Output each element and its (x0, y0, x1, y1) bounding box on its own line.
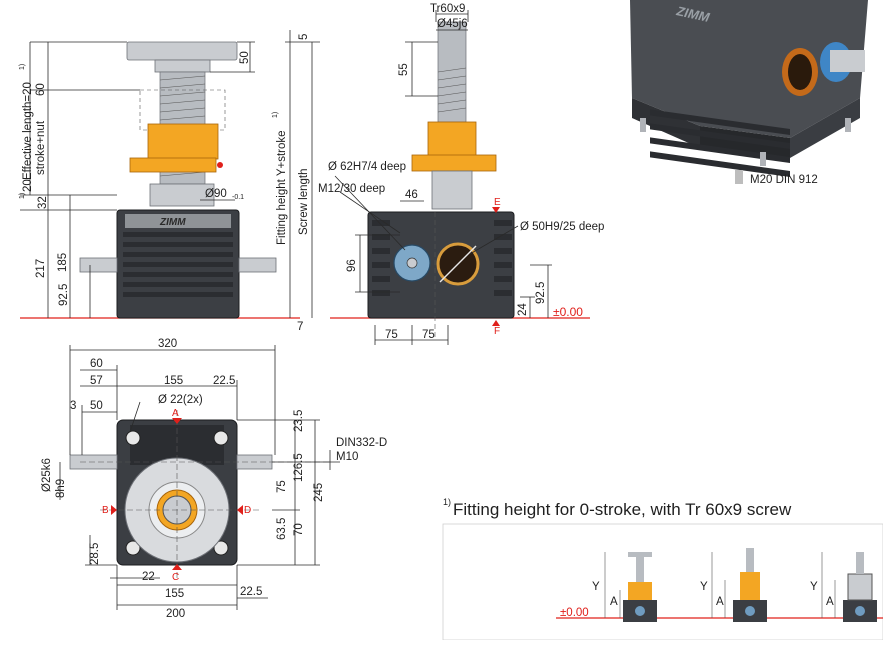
dim-top-5: 5 (298, 34, 310, 40)
thumb3-a: A (826, 596, 834, 608)
side-view: Tr60x9 Ø45j6 55 Ø 62H7/4 deep M12/30 dee… (318, 3, 604, 345)
dim-75a: 75 (385, 329, 398, 341)
dim-32: 32 (37, 196, 49, 209)
fitting-height-label: Fitting height Y+stroke (276, 130, 288, 245)
dim-28-5: 28.5 (89, 543, 101, 565)
marker-b: B (102, 505, 109, 516)
tap-label: M12/30 deep (318, 183, 385, 195)
dim-320: 320 (158, 338, 177, 350)
front-brand: ZIMM (159, 217, 186, 228)
dim-63-5: 63.5 (276, 518, 288, 540)
footnote-sup: 1) (443, 497, 451, 507)
key-label: 8h9 (55, 479, 67, 498)
dim-126-5: 126.5 (293, 453, 305, 482)
dim-200: 200 (166, 608, 185, 620)
din-label: DIN332-D (336, 437, 387, 449)
input-shaft-right (238, 257, 277, 273)
thread-label: Tr60x9 (430, 3, 465, 15)
hole-label: Ø 22(2x) (158, 394, 203, 406)
photo-caption: M20 DIN 912 (750, 174, 818, 186)
dim-217: 217 (35, 259, 47, 278)
dim-75b: 75 (422, 329, 435, 341)
bore-label: Ø 62H7/4 deep (328, 161, 406, 173)
photo-brand: ZIMM (674, 3, 712, 25)
top-view: 320 60 57 155 22.5 Ø 22(2x) 3 50 23.5 DI… (41, 338, 387, 620)
thumb1-a: A (610, 596, 618, 608)
dim-75-top: 75 (276, 480, 288, 493)
side-nut (427, 121, 477, 157)
marker-d: D (244, 505, 251, 516)
dim-245: 245 (313, 483, 325, 502)
thumb-3: Y A (810, 552, 877, 622)
zero-label-side: ±0.00 (553, 305, 583, 319)
screw-length-label: Screw length (298, 169, 310, 235)
stroke-sup: 1) (19, 193, 26, 199)
din-sub: M10 (336, 451, 358, 463)
thumb-zero-label: ±0.00 (560, 607, 589, 619)
shaft-label: Ø25k6 (41, 458, 53, 492)
dim-22-bottom: 22 (142, 571, 155, 583)
dim-155-bottom: 155 (165, 588, 184, 600)
dim-22-5-top: 22.5 (213, 375, 235, 387)
dim-22-5-bottom: 22.5 (240, 586, 262, 598)
footnote-text: Fitting height for 0-stroke, with Tr 60x… (453, 500, 792, 519)
dim-92-5-side: 92.5 (535, 282, 547, 304)
effective-length-sup: 1) (19, 64, 26, 70)
diameter-label: Ø90 (205, 188, 227, 200)
marker-a: A (172, 408, 179, 419)
dim-20: 20 (22, 179, 34, 192)
footnote: 1) Fitting height for 0-stroke, with Tr … (443, 497, 792, 519)
dim-55: 55 (398, 63, 410, 76)
dim-57: 57 (90, 375, 103, 387)
front-view: ZIMM 20 (19, 30, 320, 333)
fitting-height-sup: 1) (272, 112, 279, 118)
diameter-tol: -0.1 (232, 194, 244, 201)
marker-f: F (494, 326, 500, 337)
shaft-diameter: Ø45j6 (437, 18, 468, 30)
effective-length-label: Effective length=20 (22, 82, 34, 180)
marker-c: C (172, 572, 179, 583)
thumb2-a: A (716, 596, 724, 608)
flange-height: 50 (239, 51, 251, 64)
travelling-nut (147, 123, 219, 160)
dim-60: 60 (35, 83, 47, 96)
dim-96: 96 (346, 259, 358, 272)
dim-70: 70 (293, 523, 305, 536)
dim-92-5: 92.5 (58, 284, 70, 306)
bore2-label: Ø 50H9/25 deep (520, 221, 604, 233)
dim-155-top: 155 (164, 375, 183, 387)
dim-bottom-7: 7 (297, 321, 303, 333)
dim-60-top: 60 (90, 358, 103, 370)
dim-23-5: 23.5 (293, 410, 305, 432)
dim-3: 3 (70, 400, 76, 412)
marker-e: E (494, 197, 501, 208)
dim-46: 46 (405, 189, 418, 201)
dim-24: 24 (517, 303, 529, 316)
input-shaft-left (79, 257, 118, 273)
thumb1-y: Y (592, 581, 600, 593)
thumb2-y: Y (700, 581, 708, 593)
dim-50-top: 50 (90, 400, 103, 412)
dim-185: 185 (57, 253, 69, 272)
product-photo: ZIMM M20 DIN 912 (630, 0, 868, 186)
top-flange (126, 41, 238, 61)
stroke-nut-label: stroke+nut (35, 120, 47, 175)
thumb3-y: Y (810, 581, 818, 593)
thumb-1: Y A (592, 552, 657, 622)
thumb-2: Y A (700, 548, 767, 622)
height-thumbnails: ±0.00 Y A Y A (442, 523, 883, 641)
side-shaft (437, 21, 467, 123)
